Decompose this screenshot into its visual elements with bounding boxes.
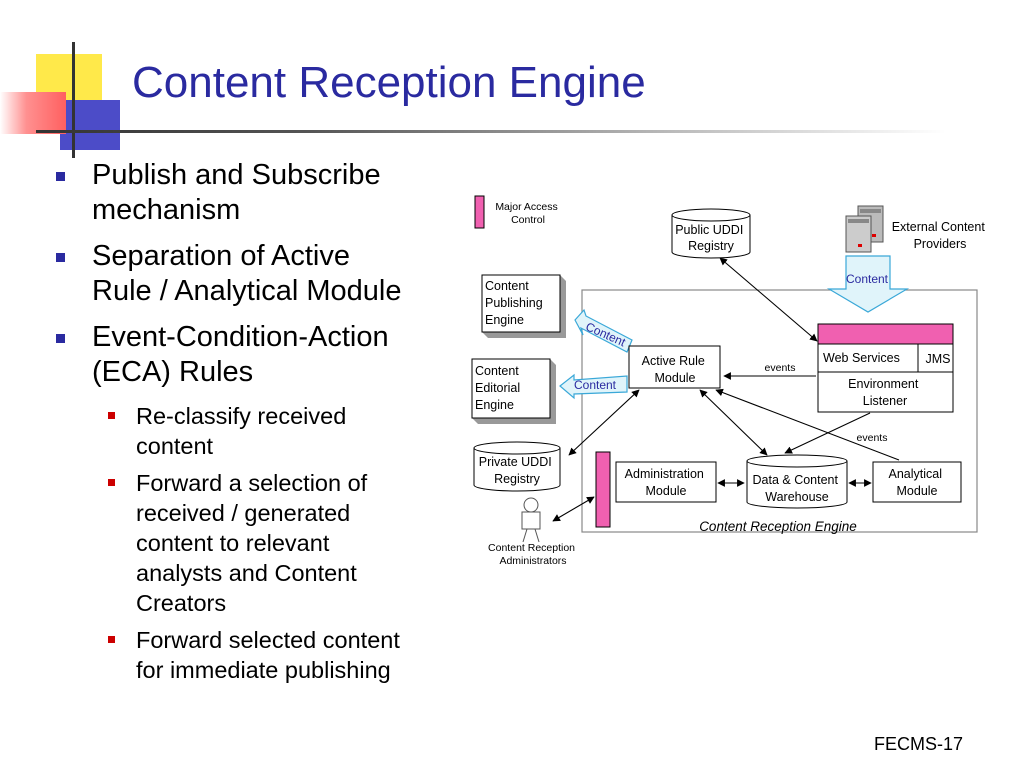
access-control-bar [595,451,611,528]
bullet-separation: Separation of Active Rule / Analytical M… [52,239,462,309]
bullet-line: Re-classify received [136,403,347,429]
bullet-eca-rules: Event-Condition-Action (ECA) Rules [52,320,462,390]
svg-text:Analytical Module: Analytical Module [889,467,946,498]
bullet-publish-subscribe: Publish and Subscribe mechanism [52,158,462,228]
external-providers-label: External Content Providers [892,220,989,251]
public-uddi-registry: Public UDDI Registry [671,208,751,259]
incoming-content-label: Content [846,272,889,286]
analytical-module: Analytical Module [872,461,962,503]
title-divider [36,130,946,133]
content-to-editorial-label: Content [574,378,617,392]
bullet-line: content to relevant [136,530,330,556]
svg-text:Data & Content Warehouse: Data & Content Warehouse [753,473,842,504]
incoming-content-arrow [826,255,910,313]
warehouse-to-rule-connector [699,389,768,456]
web-services-label: Web Services [823,351,900,365]
bullet-line: Separation of Active [92,240,350,272]
svg-text:Active Rule Module: Active Rule Module [642,354,709,385]
bullet-marker [56,172,65,181]
slide-number: FECMS-17 [874,734,964,754]
bullet-list: Publish and Subscribe mechanism Separati… [52,158,462,692]
bullet-line: mechanism [92,194,241,226]
uddi-to-webservices-connector [719,257,818,342]
svg-text:Private UDDI Registry: Private UDDI Registry [479,455,555,486]
content-editorial-engine: Content Editorial Engine [471,358,556,424]
administration-module: Administration Module [615,461,717,503]
sub-bullet-forward-selection: Forward a selection of received / genera… [52,468,462,618]
environment-listener-label: Environment Listener [848,377,922,408]
jms-label: JMS [926,352,951,366]
administrators-to-access-connector [552,496,595,522]
data-content-warehouse: Data & Content Warehouse [746,454,848,509]
bullet-line: for immediate publishing [136,657,391,683]
svg-text:Content Editorial: Content Editorial Engine [475,364,524,412]
events-label: events [765,362,796,374]
sub-bullet-marker [108,479,115,486]
svg-text:Administration Module: Administration Module [625,467,708,498]
listener-to-warehouse-connector [784,412,871,454]
environment-listener-block: Web Services JMS Environment Listener [817,323,954,413]
bullet-line: Forward selected content [136,627,400,653]
content-to-publishing-label: Content [584,319,629,349]
bullet-marker [56,334,65,343]
legend-label: Major Access Control [495,201,560,226]
bullet-line: Creators [136,590,227,616]
rule-to-private-uddi-connector [568,389,640,456]
engine-caption: Content Reception Engine [699,519,857,534]
private-uddi-registry: Private UDDI Registry [473,441,561,492]
legend-access-swatch [474,195,485,229]
svg-text:Public UDDI Registry: Public UDDI Registry [675,223,747,253]
administrators-label: Content Reception Administrators [488,542,578,567]
sub-bullet-marker [108,636,115,643]
bullet-line: Rule / Analytical Module [92,275,402,307]
events-label: events [857,432,888,444]
sub-bullet-marker [108,412,115,419]
sub-bullet-forward-publishing: Forward selected content for immediate p… [52,625,462,685]
content-publishing-engine: Content Publishing Engine [481,274,566,338]
bullet-line: Publish and Subscribe [92,159,381,191]
bullet-line: analysts and Content [136,560,357,586]
rule-to-analytical-connector [715,388,900,461]
bullet-line: Forward a selection of [136,470,368,496]
bullet-line: received / generated [136,500,351,526]
bullet-line: content [136,433,214,459]
bullet-line: Event-Condition-Action [92,321,389,353]
bullet-line: (ECA) Rules [92,356,254,388]
server-icon [845,205,884,253]
administrator-person-icon [521,497,541,543]
active-rule-module: Active Rule Module [628,345,721,389]
slide-title: Content Reception Engine [132,58,646,107]
bullet-marker [56,253,65,262]
sub-bullet-reclassify: Re-classify received content [52,401,462,461]
svg-text:Content Publishing: Content Publishing Engine [485,279,546,327]
